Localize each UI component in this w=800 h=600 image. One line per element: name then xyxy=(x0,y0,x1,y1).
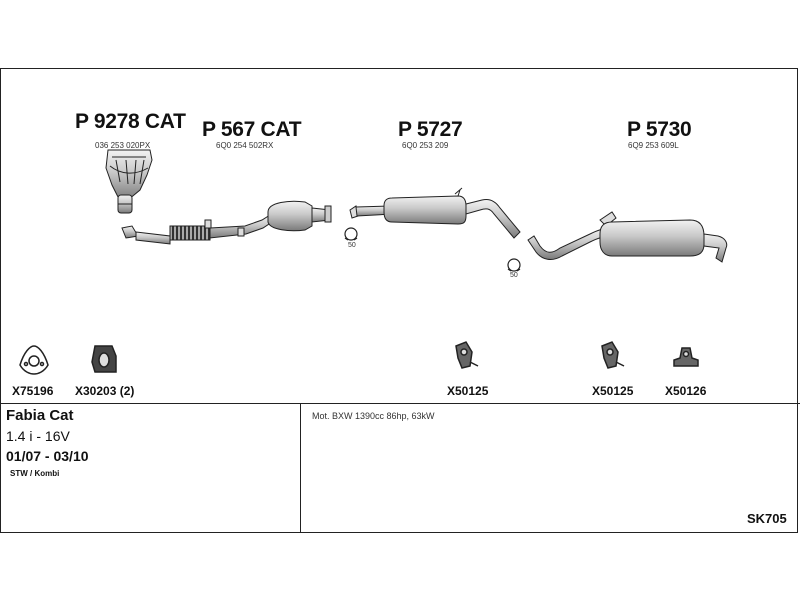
hanger-icon-1 xyxy=(455,341,479,369)
hardware-code-gasket: X75196 xyxy=(12,384,54,398)
vehicle-body: STW / Kombi xyxy=(10,469,60,478)
hanger-icon-2 xyxy=(601,341,625,369)
rear-silencer-drawing xyxy=(527,211,728,263)
part-title-manifold-cat: P 9278 CAT xyxy=(75,110,186,133)
hanger-bracket-icon xyxy=(673,347,699,367)
clamp-icon xyxy=(344,227,358,241)
part-title-rear-silencer: P 5730 xyxy=(627,118,692,141)
clamp-size-label-2: 50 xyxy=(510,272,518,279)
middle-silencer-drawing xyxy=(349,187,521,239)
hardware-code-hanger-1: X50125 xyxy=(447,384,489,398)
part-title-middle-silencer: P 5727 xyxy=(398,118,463,141)
part-oem-middle-silencer: 6Q0 253 209 xyxy=(402,141,449,150)
part-oem-manifold-cat: 036 253 020PX xyxy=(95,141,151,150)
front-pipe-drawing xyxy=(121,200,332,245)
part-oem-rear-silencer: 6Q9 253 609L xyxy=(628,141,679,150)
vehicle-dates: 01/07 - 03/10 xyxy=(6,448,89,464)
clamp-size-label-1: 50 xyxy=(348,242,356,249)
diagram-code: SK705 xyxy=(747,511,787,526)
diagram-frame xyxy=(0,68,798,533)
part-oem-front-cat: 6Q0 254 502RX xyxy=(216,141,274,150)
info-column-divider xyxy=(300,403,301,533)
vehicle-model: Fabia Cat xyxy=(6,407,74,424)
clamp-icon-2 xyxy=(507,258,521,272)
hardware-code-hanger-bracket: X50126 xyxy=(665,384,707,398)
vehicle-engine: 1.4 i - 16V xyxy=(6,428,70,444)
hardware-code-rubber-mount: X30203 (2) xyxy=(75,384,135,398)
part-title-front-cat: P 567 CAT xyxy=(202,118,302,141)
gasket-icon xyxy=(19,345,49,375)
engine-notes: Mot. BXW 1390cc 86hp, 63kW xyxy=(312,411,435,421)
hardware-code-hanger-2: X50125 xyxy=(592,384,634,398)
info-divider xyxy=(0,403,800,404)
rubber-mount-icon xyxy=(91,345,117,373)
exhaust-manifold-cat-drawing xyxy=(105,149,153,214)
